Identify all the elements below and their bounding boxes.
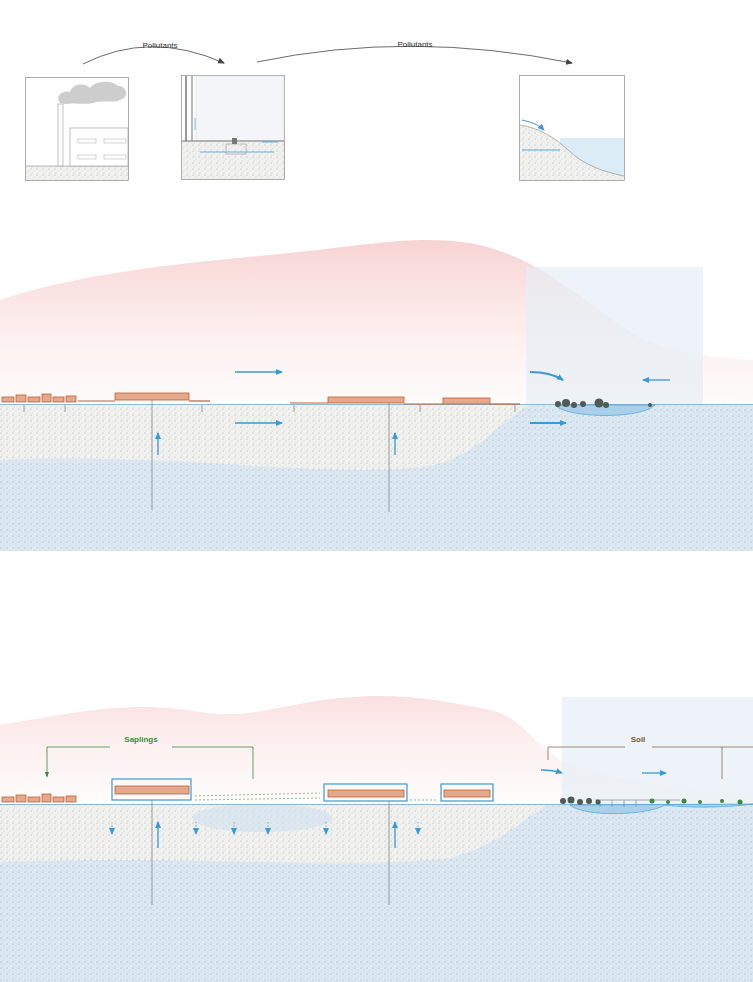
shore-panel [520,76,625,181]
pollutant-label: Pollutants [397,40,432,50]
pollutant-label: Pollutants [142,41,177,51]
current-section [0,240,753,551]
bracket-label: Saplings [124,735,157,745]
building-panel [182,76,285,180]
factory-panel [26,78,129,181]
bracket-label: Soil [631,735,646,745]
proposed-section [0,696,753,982]
